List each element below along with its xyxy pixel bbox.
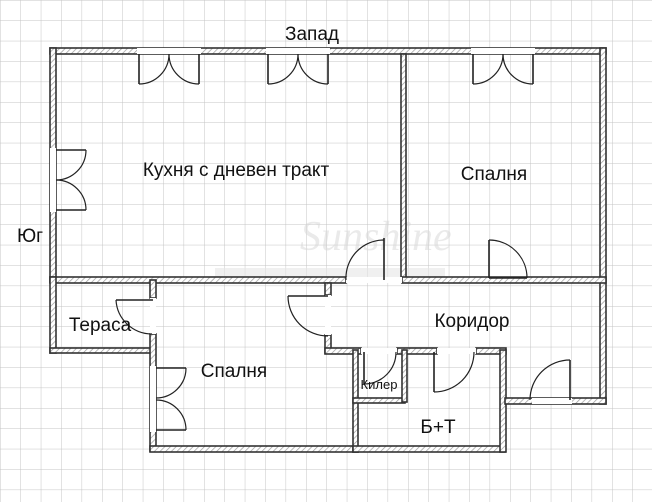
svg-text:Sunshine: Sunshine [300, 214, 452, 260]
door-bedroom-corridor [488, 239, 528, 279]
door-bathroom [433, 348, 476, 393]
watermark-logo: Sunshine [215, 214, 452, 278]
door-kitchen-left [50, 148, 87, 212]
west-label: Запад [285, 24, 339, 45]
pantry-label: Килер [361, 377, 398, 392]
door-bedroom-top [471, 48, 535, 85]
bedroom-main-label: Спалня [461, 164, 527, 185]
terrace-label: Тераса [69, 315, 132, 336]
doors [50, 48, 572, 432]
corridor-label: Коридор [434, 311, 509, 332]
door-pantry [361, 348, 397, 385]
kitchen-label: Кухня с дневен тракт [143, 160, 330, 181]
bedroom-second-label: Спалня [201, 361, 267, 382]
bathroom-label: Б+Т [420, 417, 456, 438]
south-label: Юг [17, 226, 43, 247]
door-kitchen-top-left [137, 48, 201, 85]
door-kitchen-top-right [266, 48, 330, 85]
door-kitchen-corridor [345, 238, 402, 283]
door-bedroom2-left [150, 366, 187, 432]
door-terrace [115, 298, 156, 335]
door-entrance [529, 359, 572, 404]
door-bedroom2-corridor [287, 295, 331, 337]
